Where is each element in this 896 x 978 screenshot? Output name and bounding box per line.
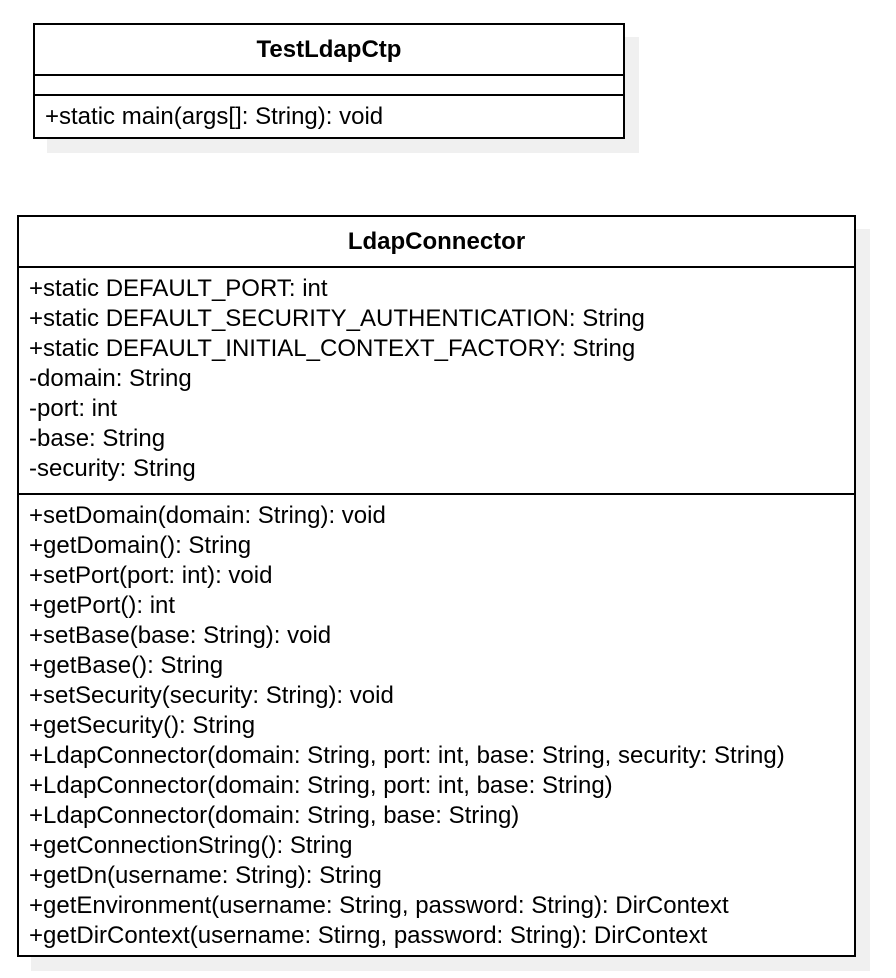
operation-get-environment: +getEnvironment(username: String, passwo… (29, 892, 729, 919)
operation-set-base: +setBase(base: String): void (29, 622, 332, 649)
operations-section-ldapconnector: +setDomain(domain: String): void +getDom… (19, 495, 854, 951)
attribute-domain: -domain: String (29, 365, 192, 392)
operation-set-port: +setPort(port: int): void (29, 562, 273, 589)
class-box-testldapctp: TestLdapCtp +static main(args[]: String)… (33, 23, 625, 139)
operation-get-dn: +getDn(username: String): String (29, 862, 382, 889)
operation-get-connection-string: +getConnectionString(): String (29, 832, 353, 859)
attribute-base: -base: String (29, 425, 166, 452)
attribute-security: -security: String (29, 455, 196, 482)
operation-constructor-4-args: +LdapConnector(domain: String, port: int… (29, 742, 785, 769)
class-name-testldapctp: TestLdapCtp (35, 25, 623, 76)
operation-set-domain: +setDomain(domain: String): void (29, 502, 386, 529)
operation-constructor-2-args: +LdapConnector(domain: String, base: Str… (29, 802, 520, 829)
attributes-section-ldapconnector: +static DEFAULT_PORT: int +static DEFAUL… (19, 268, 854, 495)
class-name-ldapconnector: LdapConnector (19, 217, 854, 268)
attribute-default-security-authentication: +static DEFAULT_SECURITY_AUTHENTICATION:… (29, 305, 645, 332)
class-box-ldapconnector: LdapConnector +static DEFAULT_PORT: int … (17, 215, 856, 957)
attribute-default-initial-context-factory: +static DEFAULT_INITIAL_CONTEXT_FACTORY:… (29, 335, 636, 362)
operation-get-port: +getPort(): int (29, 592, 176, 619)
attribute-port: -port: int (29, 395, 118, 422)
attributes-section-testldapctp (35, 76, 623, 96)
operation-constructor-3-args: +LdapConnector(domain: String, port: int… (29, 772, 613, 799)
operations-section-testldapctp: +static main(args[]: String): void (35, 96, 623, 132)
operation-main: +static main(args[]: String): void (45, 103, 384, 130)
operation-get-security: +getSecurity(): String (29, 712, 256, 739)
operation-set-security: +setSecurity(security: String): void (29, 682, 394, 709)
attribute-default-port: +static DEFAULT_PORT: int (29, 275, 328, 302)
operation-get-dir-context: +getDirContext(username: Stirng, passwor… (29, 922, 708, 949)
operation-get-domain: +getDomain(): String (29, 532, 252, 559)
operation-get-base: +getBase(): String (29, 652, 224, 679)
